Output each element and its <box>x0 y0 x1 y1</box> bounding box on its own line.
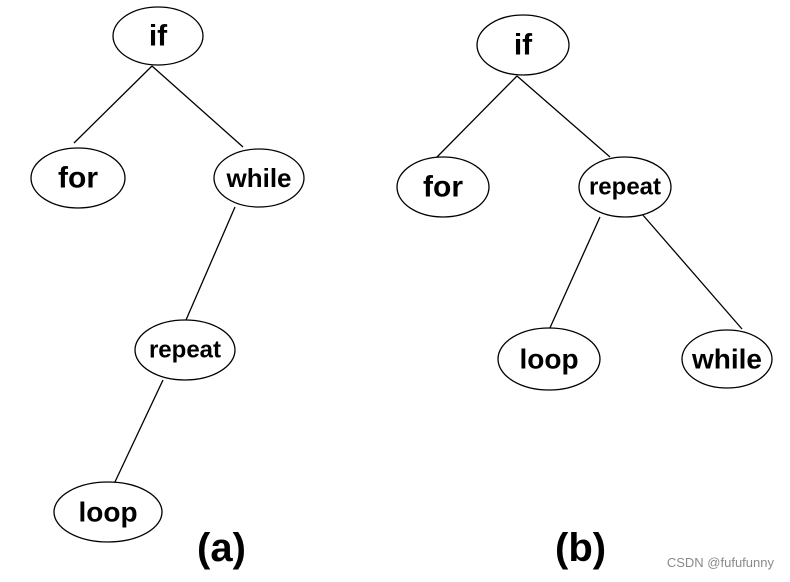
tree-a-node-loop: loop <box>53 481 163 543</box>
tree-a-label-while: while <box>225 163 291 193</box>
edge-b-if-repeat <box>516 75 611 158</box>
tree-a-edges <box>73 65 244 485</box>
edge-a-repeat-loop <box>113 379 164 485</box>
tree-b-label-loop: loop <box>519 344 578 375</box>
tree-a-node-while: while <box>213 148 305 208</box>
edge-b-repeat-loop <box>548 216 601 331</box>
tree-a-label-loop: loop <box>78 497 137 528</box>
tree-b-edges <box>436 75 743 331</box>
tree-b-label-while: while <box>691 344 762 375</box>
tree-b-node-loop: loop <box>497 327 601 391</box>
watermark: CSDN @fufufunny <box>666 555 774 570</box>
tree-b-label-repeat: repeat <box>589 174 661 201</box>
tree-a-label-for: for <box>58 162 98 195</box>
tree-b-node-while: while <box>681 329 773 389</box>
tree-a-node-repeat: repeat <box>134 319 236 381</box>
edge-a-if-while <box>151 65 244 148</box>
caption-a: (a) <box>197 526 246 570</box>
edge-b-repeat-while <box>641 213 743 330</box>
tree-a-label-if: if <box>149 20 168 53</box>
tree-b-label-for: for <box>423 171 463 204</box>
tree-a-node-if: if <box>112 6 204 66</box>
tree-b-node-if: if <box>476 14 570 76</box>
tree-a-label-repeat: repeat <box>149 337 221 364</box>
caption-b: (b) <box>555 526 607 570</box>
edge-a-if-for <box>73 65 153 144</box>
tree-b-node-for: for <box>396 156 490 218</box>
tree-b-label-if: if <box>514 29 533 62</box>
tree-a-node-for: for <box>30 147 126 209</box>
edge-a-while-repeat <box>185 206 236 321</box>
tree-b-node-repeat: repeat <box>578 156 672 218</box>
edge-b-if-for <box>436 75 518 158</box>
